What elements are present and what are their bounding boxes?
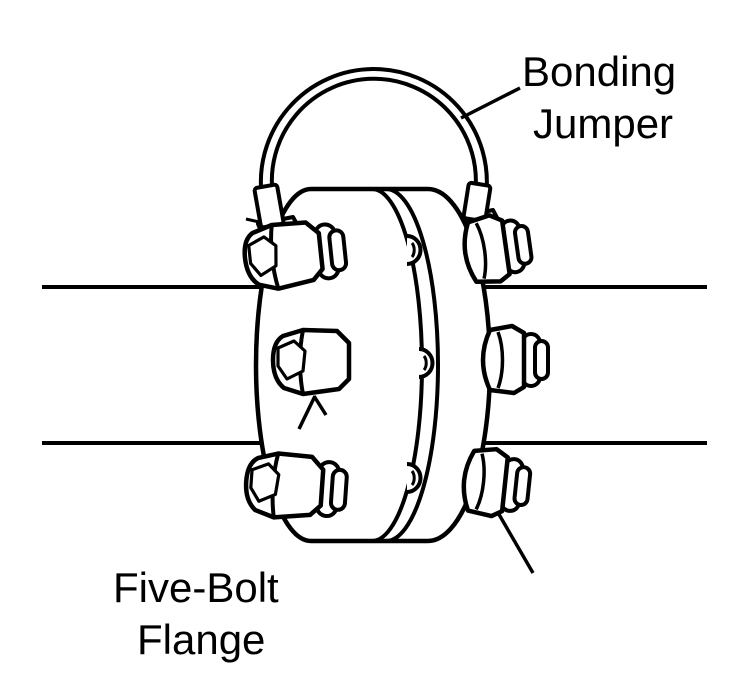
terminal-left-clamp <box>252 182 286 230</box>
bolt-middle-left <box>270 327 352 430</box>
label-five-bolt-flange: Five-Bolt Flange <box>113 564 279 663</box>
bolt-bottom-left <box>243 451 349 520</box>
label-bonding-jumper: Bonding Jumper <box>522 48 676 147</box>
nut-hex-body <box>461 446 511 519</box>
nut-bottom-right <box>461 446 533 519</box>
label-five-bolt-flange-line1: Five-Bolt <box>113 564 279 611</box>
label-five-bolt-flange-line2: Flange <box>137 616 265 663</box>
bolt-tip-top-edge <box>410 242 416 258</box>
nut-facet-line <box>474 222 488 280</box>
bolt-tip-middle-edge <box>422 355 428 371</box>
nut-hex-body <box>462 213 512 285</box>
nut-top-right <box>462 213 534 285</box>
nut-shaft-ring <box>512 465 533 508</box>
bolt-face-chamfer <box>249 462 281 503</box>
jumper-wire-inner <box>269 76 478 197</box>
flange-seam-right <box>385 187 440 543</box>
bolt-shaft-ring <box>327 228 349 273</box>
nut-shaft-ring <box>512 224 534 266</box>
label-bonding-jumper-line2: Jumper <box>533 100 673 147</box>
bolt-top-left <box>242 220 349 291</box>
nut-facet-line <box>496 331 505 389</box>
bolt-face-chamfer <box>247 235 278 278</box>
leader-line-bonding-jumper <box>460 86 521 120</box>
bonding-jumper-wire <box>258 67 489 199</box>
nut-middle-right <box>480 323 550 396</box>
nut-shaft-ring <box>533 339 550 381</box>
pipe-right <box>455 285 707 445</box>
bolt-tip-bottom-edge <box>410 470 416 486</box>
bolt-shaft-ring <box>328 467 349 512</box>
jumper-wire-outer <box>258 67 489 199</box>
pipe-left <box>42 285 300 445</box>
leader-line-flange <box>495 510 535 574</box>
label-bonding-jumper-line1: Bonding <box>522 48 676 95</box>
terminal-left-tab <box>245 217 260 224</box>
nut-facet-line <box>474 453 486 511</box>
bolt-face-chamfer <box>276 339 307 381</box>
bolt-tips <box>406 234 435 494</box>
bolt-washer-edge <box>297 395 328 430</box>
